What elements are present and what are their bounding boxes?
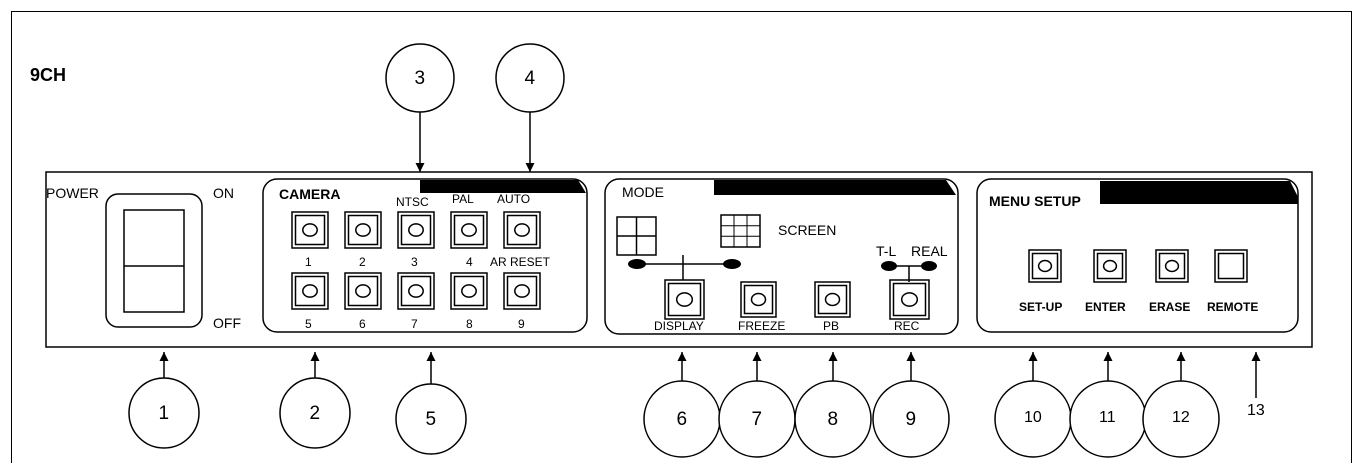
setup-label: SET-UP <box>1019 300 1063 314</box>
camera-button-7[interactable] <box>344 272 382 310</box>
callout-label-9: 9 <box>905 409 917 430</box>
mode-title: MODE <box>622 184 664 200</box>
callout-label-1: 1 <box>158 403 170 424</box>
callout-label-10: 10 <box>1024 409 1042 426</box>
display-button[interactable] <box>664 279 705 320</box>
remote-label: REMOTE <box>1207 300 1259 314</box>
power-off-label: OFF <box>213 315 241 331</box>
callout-12 <box>1142 352 1220 458</box>
callout-4 <box>495 43 565 172</box>
callout-6 <box>643 352 721 458</box>
cam-num-7: 7 <box>411 317 418 331</box>
callout-label-5: 5 <box>425 409 437 430</box>
model-title: 9CH <box>30 65 67 85</box>
mode-group <box>604 178 959 335</box>
callout-label-7: 7 <box>751 409 763 430</box>
tl-real-indicator <box>881 261 937 282</box>
rec-label: REC <box>894 319 920 333</box>
quad-screen-icon <box>616 216 657 256</box>
remote-button[interactable] <box>1214 249 1248 283</box>
freeze-label: FREEZE <box>738 319 786 333</box>
callout-label-2: 2 <box>309 403 321 424</box>
camera-group <box>262 178 588 333</box>
callout-label-11: 11 <box>1099 409 1116 426</box>
enter-label: ENTER <box>1085 300 1126 314</box>
callout-2 <box>279 352 351 449</box>
pb-label: PB <box>823 319 840 333</box>
front-panel <box>45 171 1313 348</box>
cam-num-5: 5 <box>305 317 312 331</box>
callout-9 <box>872 352 950 458</box>
callout-label-4: 4 <box>524 68 536 89</box>
power-switch[interactable] <box>105 193 203 328</box>
camera-title: CAMERA <box>279 186 341 202</box>
setup-button[interactable] <box>1028 249 1062 283</box>
camera-button-3[interactable] <box>397 211 435 249</box>
enter-button[interactable] <box>1093 249 1127 283</box>
diagram-frame <box>11 11 1352 463</box>
callout-5 <box>395 352 467 455</box>
ar-reset-label: AR RESET <box>490 255 551 269</box>
callout-label-12: 12 <box>1172 409 1190 426</box>
mode-header-bar <box>714 180 956 195</box>
callout-3 <box>385 43 455 172</box>
freeze-button[interactable] <box>740 281 777 318</box>
callout-label-8: 8 <box>827 409 839 430</box>
camera-button-9[interactable] <box>450 272 488 310</box>
real-label: REAL <box>911 243 948 259</box>
callout-11 <box>1069 352 1147 458</box>
pal-label: PAL <box>452 192 474 206</box>
menu-header-bar <box>1100 181 1298 204</box>
callout-label-3: 3 <box>414 68 426 89</box>
screen-selector-indicator <box>628 255 741 280</box>
cam-num-3: 3 <box>411 255 418 269</box>
callout-10 <box>994 352 1072 458</box>
callout-7 <box>718 352 796 458</box>
menu-setup-group <box>976 178 1299 333</box>
pb-button[interactable] <box>814 281 851 318</box>
tl-label: T-L <box>876 243 897 259</box>
camera-button-10[interactable] <box>503 272 541 310</box>
callout-label-6: 6 <box>676 409 688 430</box>
camera-button-4[interactable] <box>450 211 488 249</box>
power-on-label: ON <box>213 185 234 201</box>
camera-button-5[interactable] <box>503 211 541 249</box>
display-label: DISPLAY <box>654 319 704 333</box>
screen-label: SCREEN <box>778 222 837 238</box>
camera-button-8[interactable] <box>397 272 435 310</box>
auto-label: AUTO <box>497 192 531 206</box>
camera-header-bar <box>420 180 586 193</box>
erase-button[interactable] <box>1155 249 1189 283</box>
cam-num-8: 8 <box>466 317 473 331</box>
callout-label-13: 13 <box>1247 402 1265 419</box>
rec-button[interactable] <box>889 279 930 320</box>
camera-button-1[interactable] <box>291 211 329 249</box>
cam-num-9: 9 <box>518 317 525 331</box>
erase-label: ERASE <box>1149 300 1191 314</box>
ntsc-label: NTSC <box>396 195 429 209</box>
nine-screen-icon <box>720 214 761 248</box>
callout-8 <box>794 352 872 458</box>
cam-num-6: 6 <box>359 317 366 331</box>
power-label: POWER <box>46 185 99 201</box>
camera-button-2[interactable] <box>344 211 382 249</box>
cam-num-1: 1 <box>305 255 312 269</box>
callout-1 <box>128 352 200 449</box>
cam-num-2: 2 <box>359 255 366 269</box>
camera-button-6[interactable] <box>291 272 329 310</box>
menu-setup-title: MENU SETUP <box>989 193 1081 209</box>
cam-num-4: 4 <box>466 255 473 269</box>
